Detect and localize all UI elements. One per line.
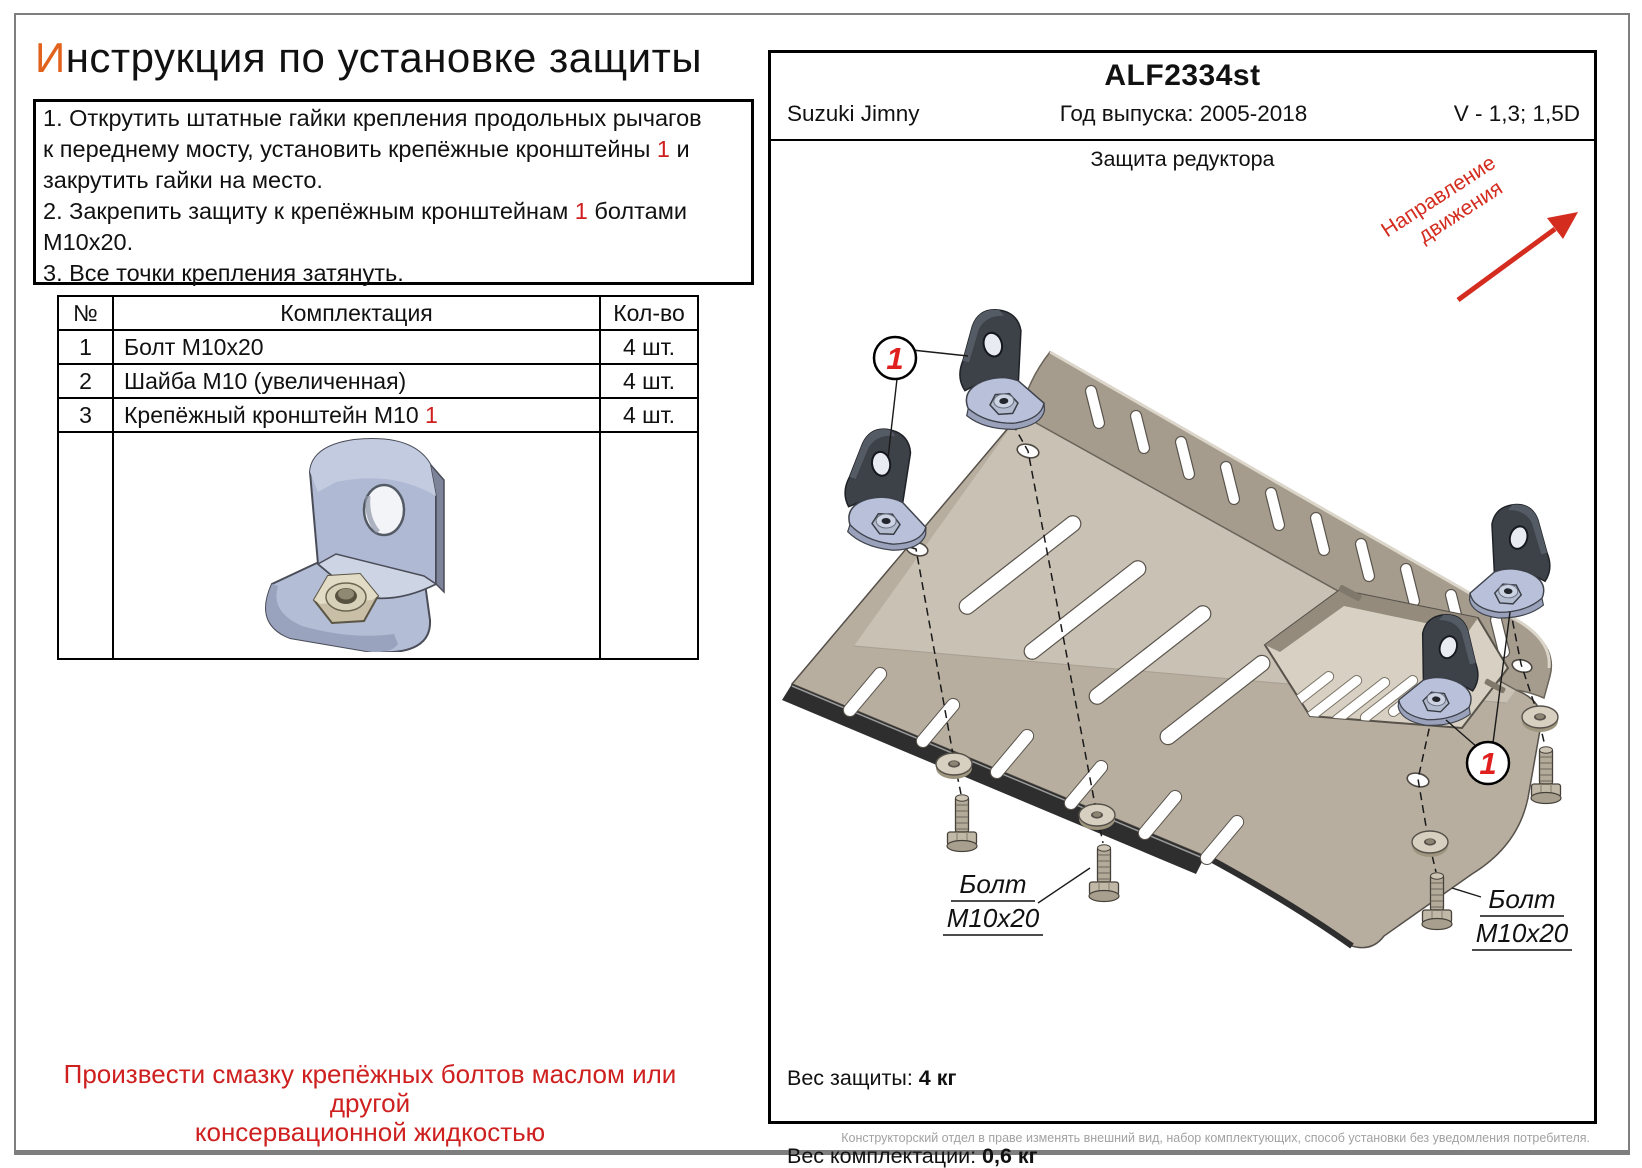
row-qty: 4 шт. bbox=[599, 363, 699, 399]
step-line: 1. Открутить штатные гайки крепления про… bbox=[43, 105, 702, 131]
step-line: М10х20. bbox=[43, 229, 134, 255]
table-row: 1 Болт М10х20 4 шт. bbox=[57, 329, 699, 365]
spec-line: Вес защиты: 4 кг bbox=[787, 1066, 957, 1090]
mount-bracket bbox=[1467, 500, 1556, 623]
row-num: 1 bbox=[57, 329, 114, 365]
part-ref: 1 bbox=[574, 198, 588, 224]
bolt-label-word: Болт bbox=[959, 869, 1026, 899]
row-name: Шайба М10 (увеличенная) bbox=[112, 363, 601, 399]
kit-table-header: № Комплектация Кол-во bbox=[57, 295, 699, 331]
face-slots bbox=[958, 515, 1271, 746]
technical-drawing: Направление движения bbox=[782, 151, 1578, 951]
empty-cell bbox=[599, 431, 699, 660]
front-edge-slots bbox=[842, 666, 1245, 866]
note-line: консервационной жидкостью bbox=[194, 1117, 546, 1147]
bolt-labels: Болт М10х20 Болт М10х20 bbox=[943, 869, 1572, 951]
callout-1-right: 1 bbox=[1465, 740, 1511, 786]
bracket-3d-image bbox=[264, 437, 445, 653]
step-line: 3. Все точки крепления затянуть. bbox=[43, 260, 404, 286]
skid-plate bbox=[782, 350, 1553, 949]
vehicle-info-row: Suzuki Jimny Год выпуска: 2005-2018 V - … bbox=[787, 101, 1580, 133]
title-first-letter: И bbox=[35, 34, 66, 81]
callout-leaders bbox=[887, 349, 1511, 904]
title-rest: нструкция по установке защиты bbox=[65, 34, 703, 81]
lubrication-note: Произвести смазку крепёжных болтов масло… bbox=[20, 1060, 720, 1147]
spec-line: Вес комплектации: 0,6 кг bbox=[787, 1144, 1038, 1168]
col-header-num: № bbox=[57, 295, 114, 331]
step-line: 2. Закрепить защиту к крепёжным кронштей… bbox=[43, 198, 687, 224]
page-border bbox=[14, 13, 1630, 1155]
plate-notch bbox=[1338, 585, 1362, 602]
mount-bracket bbox=[842, 426, 931, 553]
drawing-title: Защита редуктора bbox=[1090, 147, 1275, 171]
part-ref: 1 bbox=[425, 401, 438, 428]
row-name: Болт М10х20 bbox=[112, 329, 601, 365]
bolt bbox=[946, 794, 978, 853]
bolt-label-size: М10х20 bbox=[1476, 918, 1569, 948]
mount-bracket bbox=[954, 305, 1047, 434]
direction-arrow-head bbox=[1547, 212, 1578, 239]
disclaimer: Конструкторский отдел в праве изменять в… bbox=[841, 1131, 1590, 1145]
specs-block: Вес защиты: 4 кг Вес комплектации: 0,6 к… bbox=[787, 1013, 1098, 1168]
step-line: закрутить гайки на место. bbox=[43, 167, 323, 193]
empty-cell bbox=[57, 431, 114, 660]
svg-text:1: 1 bbox=[886, 341, 903, 376]
washer bbox=[1078, 803, 1116, 831]
callout-1-left: 1 bbox=[872, 335, 918, 381]
row-num: 3 bbox=[57, 397, 114, 433]
product-code: ALF2334st bbox=[1104, 59, 1261, 92]
washer bbox=[1411, 830, 1449, 858]
drawing-panel: ALF2334st Suzuki Jimny Год выпуска: 2005… bbox=[768, 50, 1597, 1168]
direction-arrow-shaft bbox=[1456, 226, 1557, 303]
kit-table: № Комплектация Кол-во 1 Болт М10х20 4 шт… bbox=[57, 295, 699, 660]
direction-arrow-group: Направление движения bbox=[1377, 151, 1578, 303]
bolt-label-size: М10х20 bbox=[947, 903, 1040, 933]
col-header-name: Комплектация bbox=[112, 295, 601, 331]
vehicle-years: Год выпуска: 2005-2018 bbox=[1059, 101, 1308, 126]
bolt bbox=[1088, 844, 1120, 903]
header-divider bbox=[771, 139, 1594, 141]
engine-variants: V - 1,3; 1,5D bbox=[1453, 101, 1580, 126]
bracket-render-cell bbox=[112, 431, 601, 660]
svg-text:1: 1 bbox=[1479, 746, 1496, 781]
bolt-label-word: Болт bbox=[1488, 884, 1555, 914]
page-title: Инструкция по установке защиты bbox=[35, 34, 702, 82]
row-qty: 4 шт. bbox=[599, 397, 699, 433]
step-line: к переднему мосту, установить крепёжные … bbox=[43, 136, 690, 162]
row-qty: 4 шт. bbox=[599, 329, 699, 365]
table-image-row bbox=[57, 431, 699, 660]
vehicle-model: Suzuki Jimny bbox=[787, 101, 920, 126]
table-row: 3 Крепёжный кронштейн М10 1 4 шт. bbox=[57, 397, 699, 433]
row-name: Крепёжный кронштейн М10 1 bbox=[112, 397, 601, 433]
washer bbox=[935, 752, 973, 780]
part-ref: 1 bbox=[656, 136, 670, 162]
flange-slots bbox=[1084, 384, 1511, 659]
note-line: Произвести смазку крепёжных болтов масло… bbox=[63, 1059, 677, 1118]
row-num: 2 bbox=[57, 363, 114, 399]
washer bbox=[1521, 705, 1559, 733]
col-header-qty: Кол-во bbox=[599, 295, 699, 331]
installation-steps-box: 1. Открутить штатные гайки крепления про… bbox=[33, 99, 754, 286]
table-row: 2 Шайба М10 (увеличенная) 4 шт. bbox=[57, 363, 699, 399]
